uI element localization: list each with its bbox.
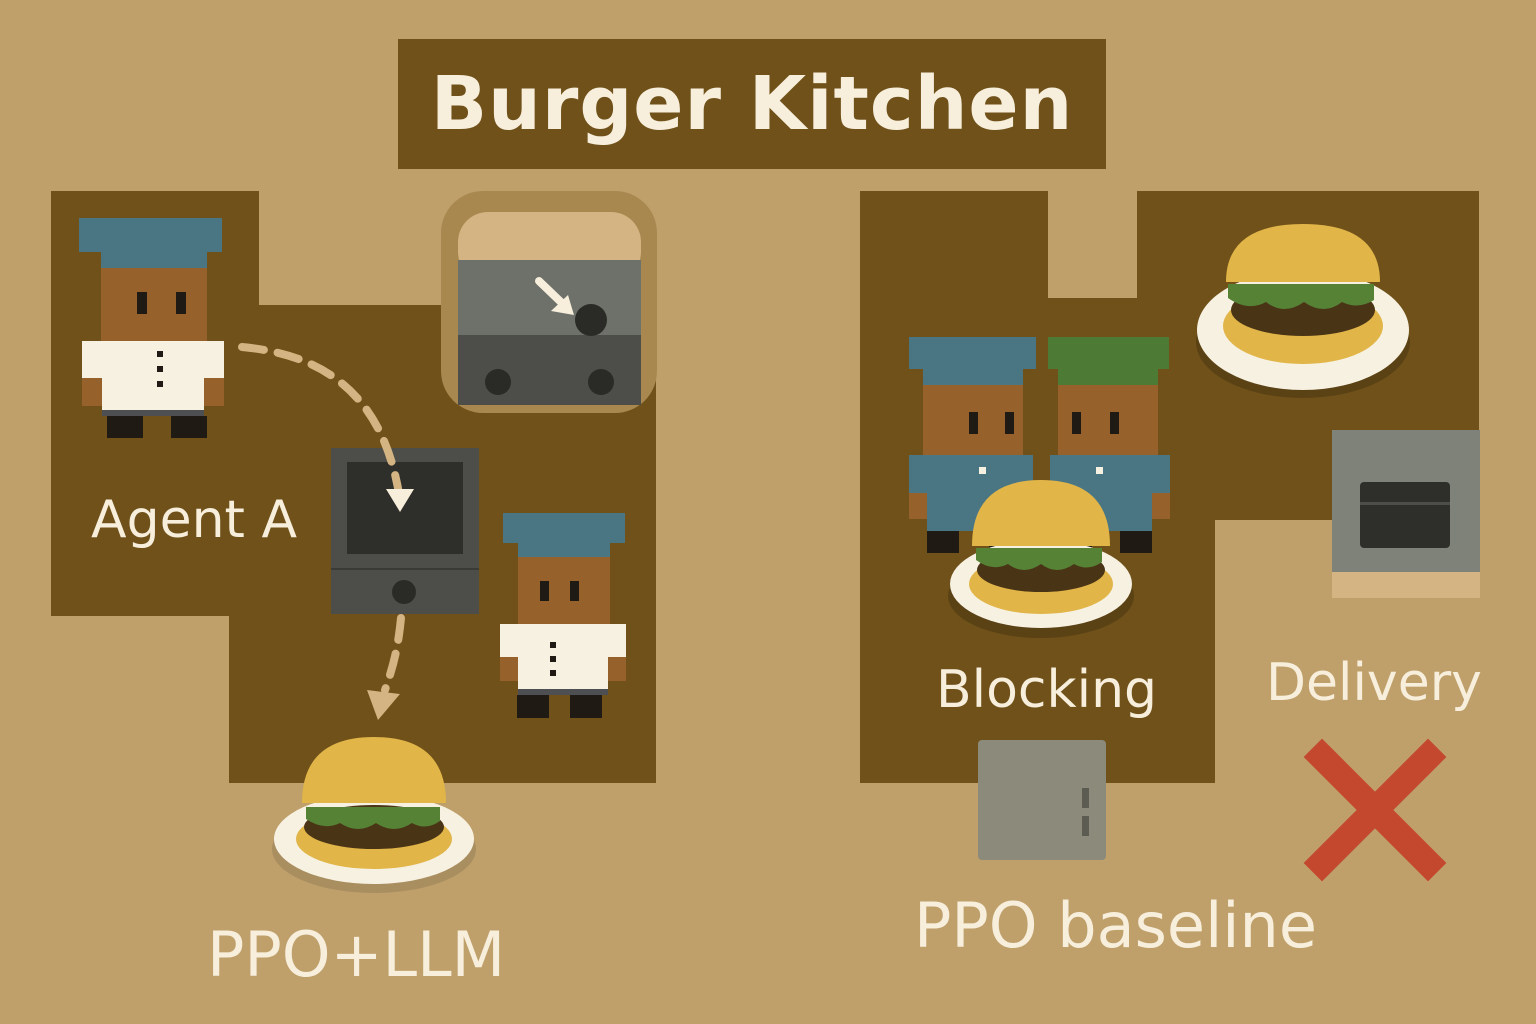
delivery-label: Delivery xyxy=(1266,653,1482,713)
stove-station[interactable] xyxy=(331,448,479,614)
oven-knob-icon xyxy=(575,304,607,336)
arrow-head-icon xyxy=(386,489,414,512)
burger-plate-counter xyxy=(1196,224,1410,398)
agent-a-label: Agent A xyxy=(91,490,298,550)
arrow-down-right-icon xyxy=(535,277,574,315)
chef-agent-b xyxy=(500,513,626,718)
burger-plate-blocked xyxy=(948,480,1134,638)
blocking-label: Blocking xyxy=(936,660,1158,720)
red-x-icon xyxy=(1303,738,1447,882)
ppo-llm-label: PPO+LLM xyxy=(207,918,506,991)
game-title: Burger Kitchen xyxy=(430,61,1074,147)
chef-agent-a xyxy=(79,218,224,438)
title-banner: Burger Kitchen xyxy=(398,39,1106,169)
chef-green-blocking xyxy=(1048,337,1170,553)
burger-plate-left xyxy=(272,737,476,893)
ppo-baseline-label: PPO baseline xyxy=(914,889,1317,962)
delivery-station[interactable] xyxy=(1332,430,1480,598)
fridge-station[interactable] xyxy=(978,740,1106,860)
oven-station[interactable] xyxy=(441,191,657,413)
